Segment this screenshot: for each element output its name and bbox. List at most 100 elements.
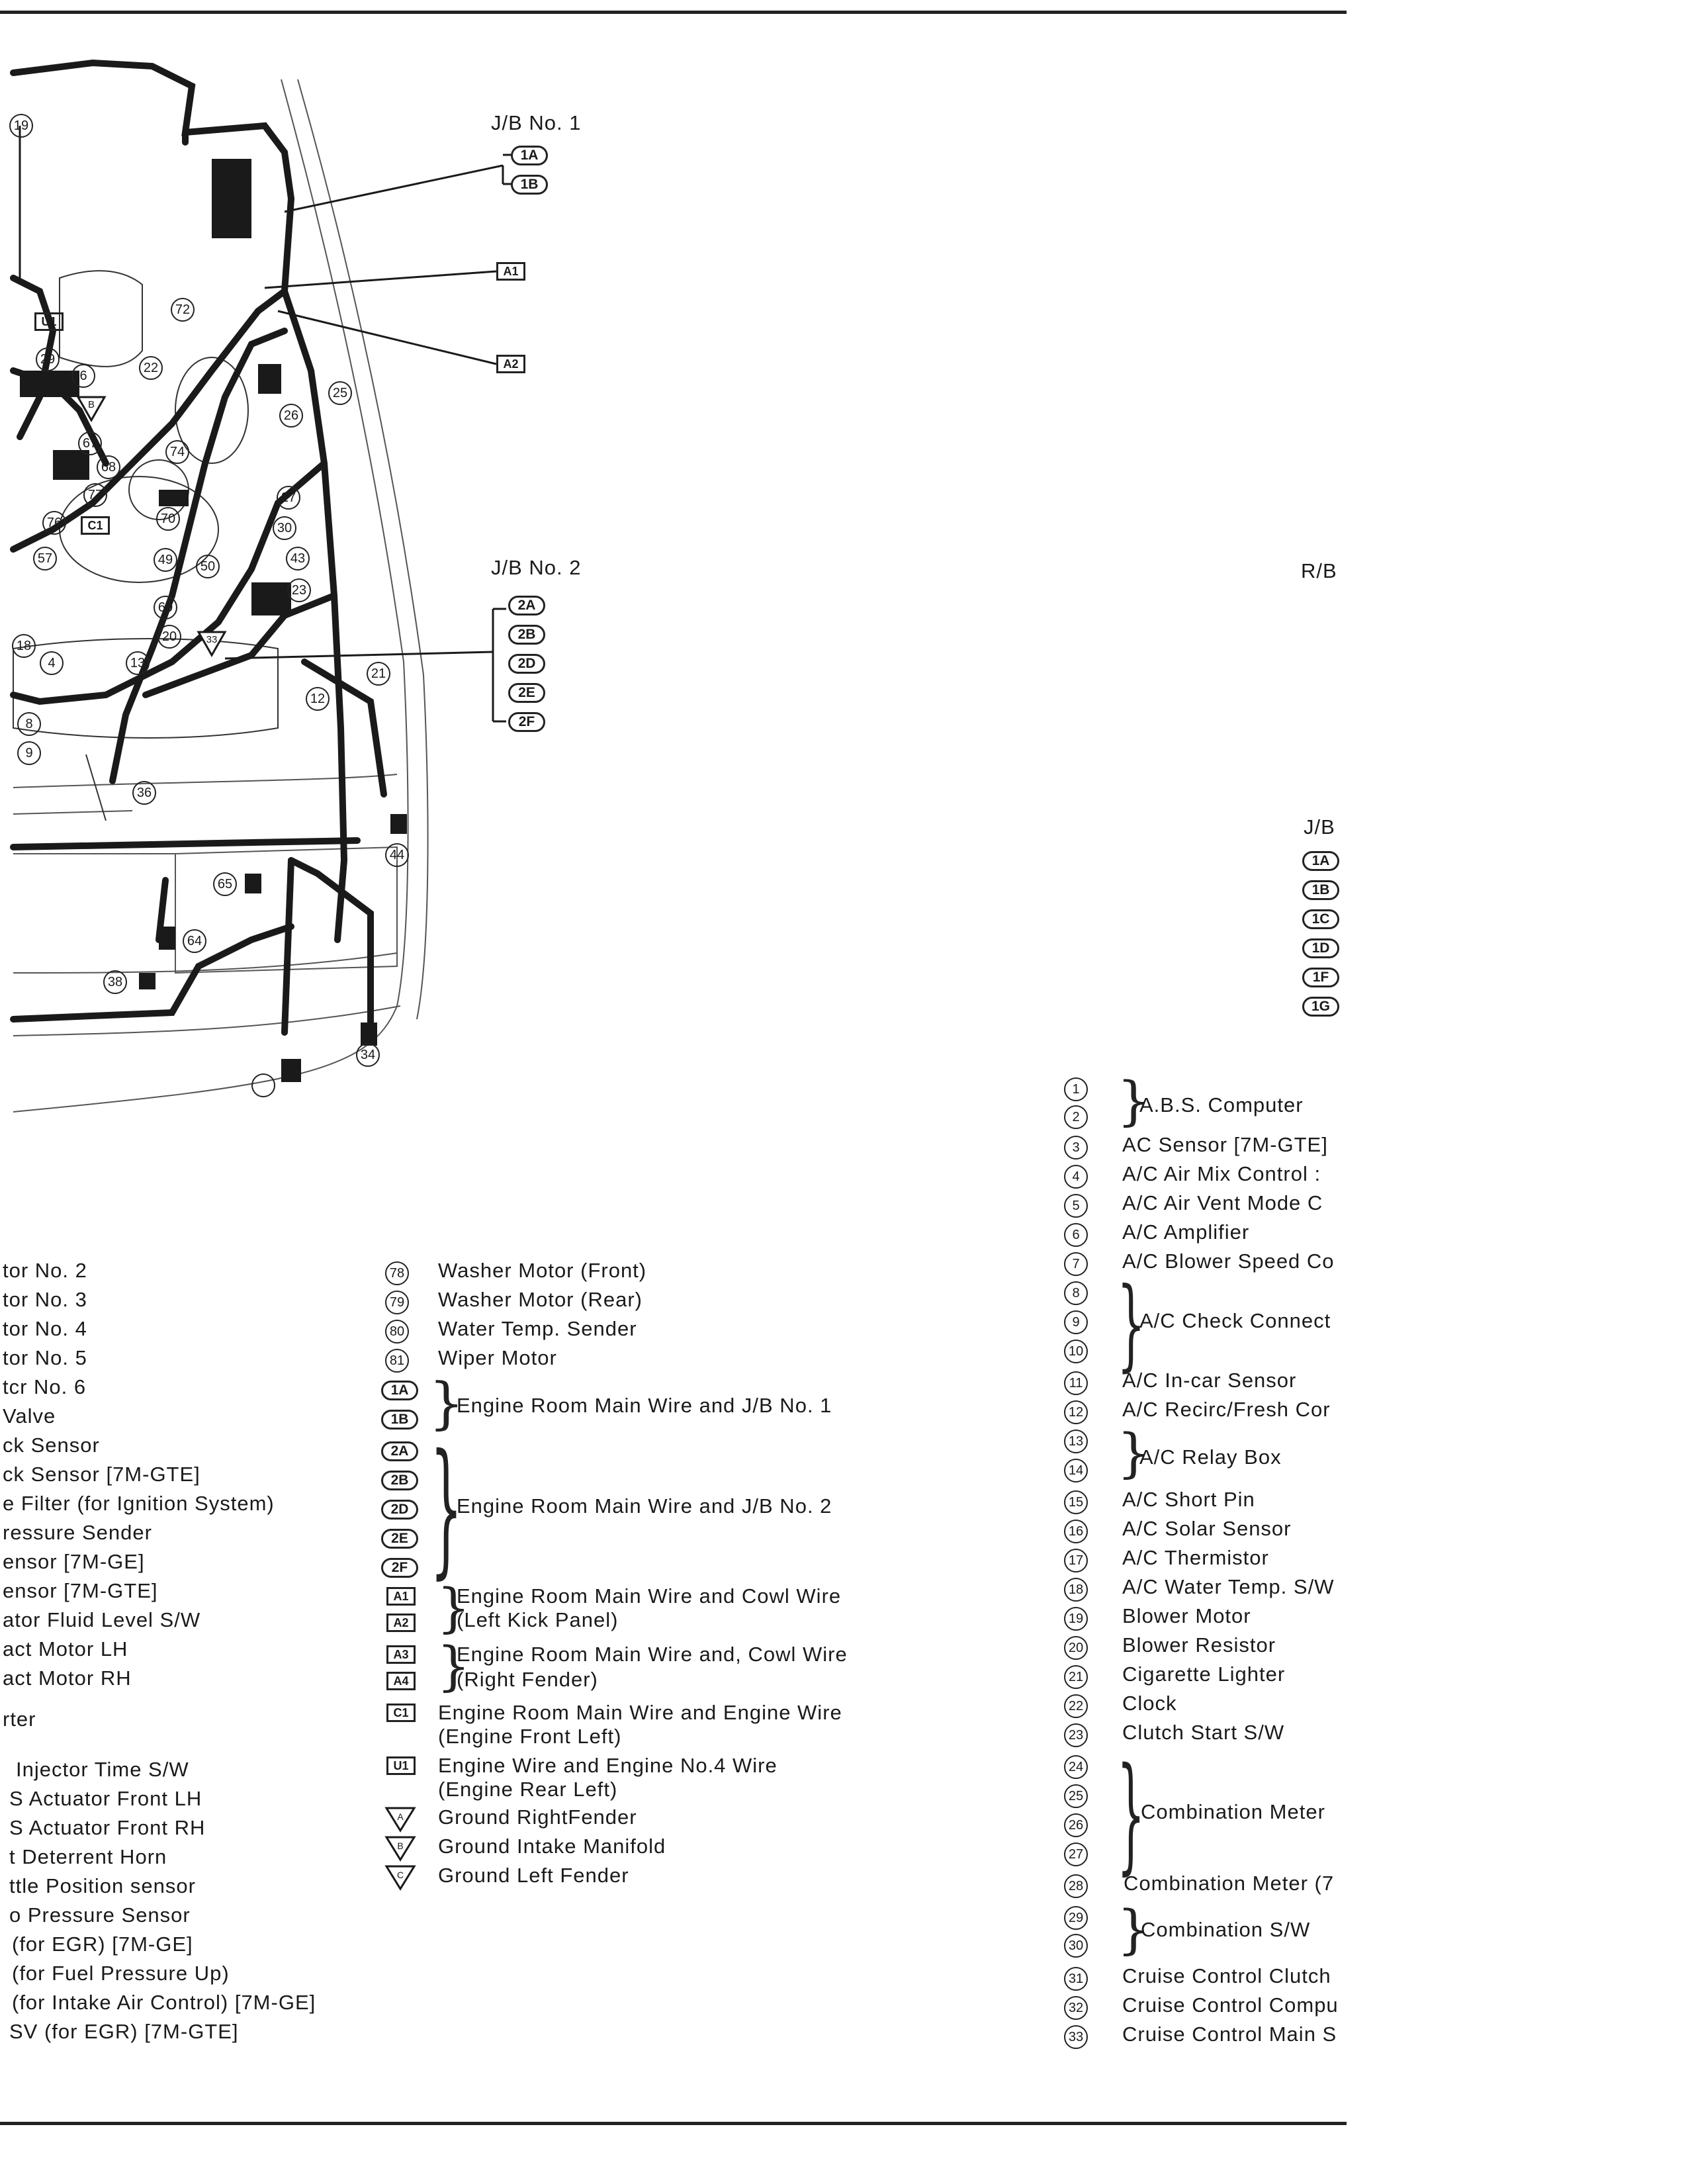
legend-left-row: ttle Position sensor (9, 1874, 196, 1897)
legend-code: 12 (1064, 1400, 1088, 1424)
legend-code: U1 (386, 1756, 416, 1775)
legend-middle-row: Ground RightFender (438, 1805, 637, 1829)
callout-77: 77 (83, 483, 107, 507)
legend-code: 32 (1064, 1996, 1088, 2020)
jb-right-1d: 1D (1302, 938, 1339, 958)
legend-left-row: Valve (3, 1404, 56, 1428)
legend-right-row: A/C Recirc/Fresh Cor (1122, 1398, 1331, 1421)
jb2-connector-2d: 2D (508, 654, 545, 674)
legend-left-row: t Deterrent Horn (9, 1845, 167, 1868)
callout-u1: U1 (34, 312, 64, 331)
legend-right-row: Blower Motor (1122, 1604, 1251, 1627)
callout-44: 65 (213, 872, 237, 896)
legend-code: 31 (1064, 1967, 1088, 1991)
legend-left-row: Injector Time S/W (16, 1758, 189, 1781)
legend-code: 11 (1064, 1371, 1088, 1395)
ground-legend-symbols: A B C (384, 1807, 416, 1891)
engine-harness-diagram: B 33 (10, 59, 513, 1113)
bottom-rule (0, 2122, 1347, 2125)
callout-68: 68 (97, 455, 120, 479)
leader-lines (19, 126, 513, 723)
cowl-connector-a1: A1 (496, 262, 525, 281)
legend-code: 81 (385, 1349, 409, 1373)
ground-b-code: B (397, 1841, 403, 1851)
ground-c-callout: 33 (206, 634, 218, 645)
legend-code: 18 (1064, 1578, 1088, 1602)
callout-70: 70 (156, 507, 180, 531)
legend-middle-row: (Left Kick Panel) (457, 1608, 619, 1631)
legend-right-row: Cigarette Lighter (1122, 1662, 1286, 1686)
callout-22: 22 (139, 356, 163, 380)
legend-code: 3 (1064, 1136, 1088, 1160)
legend-left-row: tor No. 3 (3, 1288, 87, 1311)
callout-27: 27 (277, 486, 300, 510)
legend-code: 1A (381, 1381, 418, 1400)
legend-code: 9 (1064, 1310, 1088, 1334)
legend-middle-row: Engine Room Main Wire and, Cowl Wire (457, 1643, 848, 1666)
legend-left-row: o Pressure Sensor (9, 1903, 191, 1927)
jb1-heading: J/B No. 1 (491, 111, 582, 134)
legend-middle-row: Engine Room Main Wire and Cowl Wire (457, 1584, 842, 1608)
legend-middle-row: (Engine Rear Left) (438, 1778, 618, 1801)
legend-left-row: e Filter (for Ignition System) (3, 1492, 275, 1515)
legend-code: 78 (385, 1261, 409, 1285)
legend-code: 33 (1064, 2025, 1088, 2049)
legend-code: 16 (1064, 1520, 1088, 1543)
jb-right-1g: 1G (1302, 997, 1339, 1017)
legend-brace: } (437, 1577, 470, 1639)
callout-50: 50 (196, 555, 220, 578)
legend-left-row: act Motor RH (3, 1666, 132, 1690)
legend-right-row: A/C Air Mix Control : (1122, 1162, 1321, 1185)
callout-13: 13 (126, 651, 150, 675)
legend-left-row: tcr No. 6 (3, 1375, 87, 1398)
callout-8: 9 (17, 741, 41, 765)
legend-middle-row: (Right Fender) (457, 1668, 598, 1691)
legend-middle-row: (Engine Front Left) (438, 1725, 622, 1748)
legend-right-row: A/C Air Vent Mode C (1122, 1191, 1323, 1214)
legend-code: 2A (381, 1441, 418, 1461)
callout-c1: C1 (81, 516, 110, 535)
legend-middle-row: Wiper Motor (438, 1346, 557, 1369)
jb2-connector-2a: 2A (508, 596, 545, 615)
legend-code: 14 (1064, 1459, 1088, 1482)
legend-left-row: ressure Sender (3, 1521, 152, 1544)
legend-code: 28 (1064, 1874, 1088, 1898)
callout-76: 76 (42, 511, 66, 535)
legend-code: 10 (1064, 1340, 1088, 1363)
legend-left-row: S Actuator Front RH (9, 1816, 206, 1839)
legend-middle-row: Ground Intake Manifold (438, 1835, 666, 1858)
legend-left-row: act Motor LH (3, 1637, 128, 1661)
legend-right-row: A/C Amplifier (1122, 1220, 1250, 1244)
legend-code: 15 (1064, 1490, 1088, 1514)
jb-right-1c: 1C (1302, 909, 1339, 929)
legend-code: 25 (1064, 1784, 1088, 1808)
legend-left-row: S Actuator Front LH (9, 1787, 202, 1810)
legend-left-row: rter (3, 1707, 36, 1731)
callout-64: 38 (103, 970, 127, 994)
legend-right-row: Clutch Start S/W (1122, 1721, 1285, 1744)
legend-right-row: A/C Relay Box (1139, 1445, 1282, 1469)
legend-middle-row: Ground Left Fender (438, 1864, 629, 1887)
cowl-connector-a2: A2 (496, 355, 525, 373)
callout-12: 8 (17, 712, 41, 736)
legend-code: 4 (1064, 1165, 1088, 1189)
legend-code: 79 (385, 1291, 409, 1314)
legend-code: 30 (1064, 1934, 1088, 1958)
legend-code: 19 (1064, 1607, 1088, 1631)
ground-symbols (76, 396, 227, 658)
callout-20: 20 (157, 625, 181, 649)
callout-9: 36 (132, 781, 156, 805)
callout-43: 43 (286, 547, 310, 570)
legend-code: 17 (1064, 1549, 1088, 1572)
connector-blocks (20, 159, 407, 1082)
legend-code: A3 (386, 1645, 416, 1664)
jb2-connector-2e: 2E (508, 683, 545, 703)
callout-6: 6 (71, 364, 95, 388)
legend-left-row: tor No. 5 (3, 1346, 87, 1369)
legend-right-row: A/C Short Pin (1122, 1488, 1255, 1511)
top-rule (0, 11, 1347, 14)
legend-right-row: Blower Resistor (1122, 1633, 1276, 1657)
legend-code: 8 (1064, 1281, 1088, 1305)
legend-left-row: (for EGR) [7M-GE] (12, 1933, 193, 1956)
legend-code: 27 (1064, 1843, 1088, 1866)
